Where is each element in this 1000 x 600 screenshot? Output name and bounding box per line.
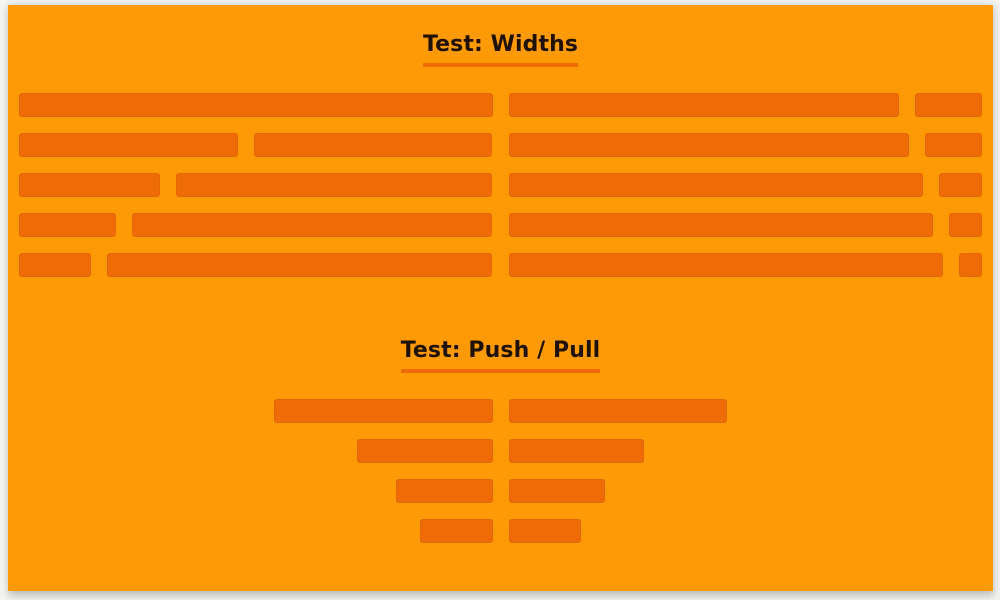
width-bar[interactable] (107, 253, 493, 278)
widths-cell[interactable] (11, 173, 168, 198)
page-title-push-pull: Test: Push / Pull (400, 338, 601, 364)
pushpull-half-left (11, 439, 501, 464)
width-bar[interactable] (19, 173, 160, 198)
widths-cell[interactable] (501, 173, 932, 198)
push-bar[interactable] (420, 519, 493, 544)
pushpull-section-header: Test: Push / Pull (8, 338, 993, 374)
widths-column-group-left (11, 133, 501, 158)
pushpull-half-right (501, 519, 991, 544)
widths-cell[interactable] (246, 133, 501, 158)
pushpull-half-left (11, 519, 501, 544)
widths-cell[interactable] (501, 133, 917, 158)
pushpull-cell-left[interactable] (349, 439, 501, 464)
width-bar[interactable] (253, 133, 493, 158)
push-bar[interactable] (395, 479, 493, 504)
widths-row (8, 93, 993, 118)
pushpull-half-left (11, 479, 501, 504)
pushpull-row (8, 479, 993, 504)
widths-row-container (8, 93, 993, 278)
widths-column-group-right (501, 173, 991, 198)
width-bar[interactable] (924, 133, 982, 158)
pushpull-row (8, 439, 993, 464)
width-bar[interactable] (508, 93, 899, 118)
widths-row (8, 133, 993, 158)
widths-header-spacer (8, 67, 993, 93)
width-bar[interactable] (19, 93, 493, 118)
widths-row (8, 173, 993, 198)
widths-cell[interactable] (124, 213, 501, 238)
push-bar[interactable] (356, 439, 493, 464)
width-bar[interactable] (508, 133, 909, 158)
pushpull-half-right (501, 479, 991, 504)
width-bar[interactable] (131, 213, 493, 238)
widths-cell[interactable] (11, 133, 246, 158)
push-bar[interactable] (273, 399, 493, 424)
widths-row (8, 253, 993, 278)
width-bar[interactable] (958, 253, 982, 278)
pushpull-cell-right[interactable] (501, 399, 736, 424)
widths-column-group-right (501, 93, 991, 118)
width-bar[interactable] (19, 213, 116, 238)
width-bar[interactable] (508, 253, 943, 278)
pull-bar[interactable] (508, 519, 581, 544)
widths-cell[interactable] (931, 173, 990, 198)
pushpull-row-container (8, 399, 993, 544)
widths-cell[interactable] (907, 93, 990, 118)
width-bar[interactable] (939, 173, 982, 198)
pushpull-half-left (11, 399, 501, 424)
pushpull-half-right (501, 399, 991, 424)
widths-column-group-right (501, 133, 991, 158)
pushpull-row (8, 519, 993, 544)
width-bar[interactable] (914, 93, 982, 118)
pushpull-cell-right[interactable] (501, 439, 653, 464)
widths-cell[interactable] (917, 133, 990, 158)
widths-column-group-left (11, 213, 501, 238)
width-bar[interactable] (175, 173, 493, 198)
width-bar[interactable] (19, 253, 92, 278)
page-viewport[interactable]: Test: Widths Test: Push / Pull Test: Mod… (8, 5, 993, 591)
widths-cell[interactable] (99, 253, 500, 278)
pushpull-row (8, 399, 993, 424)
width-bar[interactable] (19, 133, 238, 158)
widths-cell[interactable] (11, 93, 501, 118)
pushpull-cell-right[interactable] (501, 519, 589, 544)
pushpull-header-spacer (8, 373, 993, 399)
widths-column-group-right (501, 213, 991, 238)
pushpull-top-spacer (8, 293, 993, 339)
widths-section-header: Test: Widths (8, 32, 993, 68)
widths-column-group-left (11, 93, 501, 118)
widths-cell[interactable] (11, 253, 99, 278)
pushpull-half-right (501, 439, 991, 464)
width-bar[interactable] (949, 213, 982, 238)
widths-column-group-right (501, 253, 991, 278)
widths-title-underline: Test: Widths (422, 32, 579, 68)
pushpull-cell-right[interactable] (501, 479, 614, 504)
width-bar[interactable] (508, 213, 934, 238)
widths-cell[interactable] (11, 213, 124, 238)
pull-bar[interactable] (508, 439, 645, 464)
pushpull-title-underline: Test: Push / Pull (400, 338, 601, 374)
widths-cell[interactable] (501, 253, 951, 278)
pull-bar[interactable] (508, 399, 728, 424)
widths-cell[interactable] (168, 173, 501, 198)
widths-column-group-left (11, 173, 501, 198)
pushpull-cell-left[interactable] (412, 519, 500, 544)
top-spacer (8, 5, 993, 33)
widths-row (8, 213, 993, 238)
modifiers-top-spacer (8, 559, 993, 591)
widths-cell[interactable] (501, 93, 907, 118)
widths-cell[interactable] (501, 213, 942, 238)
widths-column-group-left (11, 253, 501, 278)
pushpull-cell-left[interactable] (388, 479, 501, 504)
widths-cell[interactable] (951, 253, 990, 278)
pushpull-cell-left[interactable] (266, 399, 501, 424)
page-title-widths: Test: Widths (422, 32, 579, 57)
pull-bar[interactable] (508, 479, 606, 504)
width-bar[interactable] (508, 173, 924, 198)
widths-cell[interactable] (941, 213, 990, 238)
